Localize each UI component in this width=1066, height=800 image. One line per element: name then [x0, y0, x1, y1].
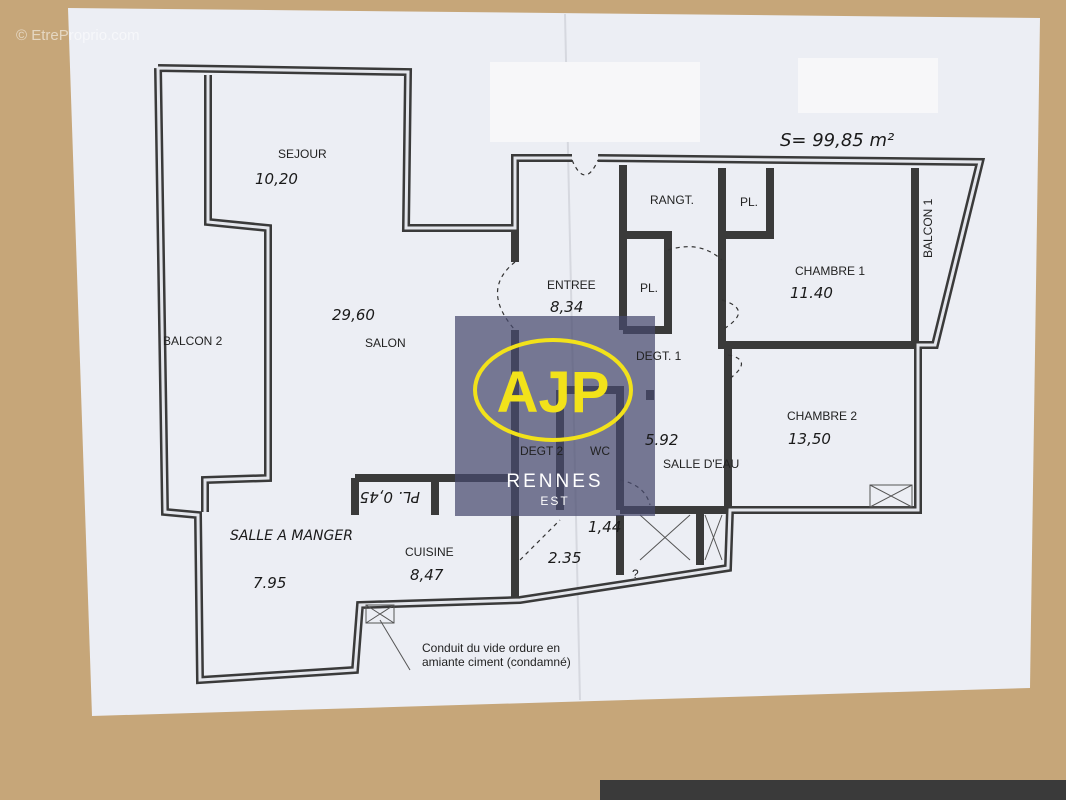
room-wc-name: WC	[590, 444, 610, 458]
room-pl1-name: PL.	[740, 195, 758, 209]
room-degt2-name: DEGT 2	[520, 444, 563, 458]
table-edge	[600, 780, 1066, 800]
logo-sub: EST	[540, 494, 569, 508]
room-chambre1-name: CHAMBRE 1	[795, 264, 865, 278]
room-sde-area: 5.92	[645, 431, 678, 449]
room-degt1-name: DEGT. 1	[636, 349, 682, 363]
room-entree-name: ENTREE	[547, 278, 596, 292]
room-sejour-name: SEJOUR	[278, 147, 327, 161]
room-balcon2-name: BALCON 2	[163, 334, 223, 348]
room-rangt-name: RANGT.	[650, 193, 694, 207]
room-salon-area: 29,60	[332, 306, 375, 324]
room-salon-name: SALON	[365, 336, 406, 350]
room-sde-name: SALLE D'EAU	[663, 457, 739, 471]
logo-city: RENNES	[506, 471, 603, 492]
question-mark: ?	[632, 567, 639, 581]
room-cuisine-area: 8,47	[410, 566, 444, 584]
logo-ellipse	[473, 338, 633, 442]
room-entree-area: 8,34	[550, 298, 583, 316]
room-chambre2-area: 13,50	[788, 430, 831, 448]
logo-brand: AJP	[497, 360, 610, 425]
room-area-235: 2.35	[548, 549, 581, 567]
room-pl2-name: PL.	[640, 281, 658, 295]
room-balcon1-name: BALCON 1	[921, 198, 935, 258]
room-chambre1-area: 11.40	[790, 284, 833, 302]
room-sam-name: SALLE A MANGER	[230, 528, 353, 544]
room-sam-area: 7.95	[253, 574, 286, 592]
redacted-area	[798, 58, 938, 113]
room-chambre2-name: CHAMBRE 2	[787, 409, 857, 423]
room-cuisine-name: CUISINE	[405, 545, 454, 559]
room-labels: SEJOUR 10,20 SALON 29,60 BALCON 2 ENTREE…	[163, 130, 935, 669]
placard-note: PL. 0,45	[360, 488, 420, 506]
agency-logo: AJP RENNES EST	[455, 316, 655, 516]
note-line-1: Conduit du vide ordure en	[422, 641, 560, 655]
total-surface: S= 99,85 m²	[780, 130, 894, 151]
room-sejour-area: 10,20	[255, 170, 298, 188]
note-line-2: amiante ciment (condamné)	[422, 655, 571, 669]
room-wc-area: 1,44	[588, 518, 621, 536]
redacted-area	[490, 62, 700, 142]
watermark: © EtreProprio.com	[16, 27, 140, 44]
